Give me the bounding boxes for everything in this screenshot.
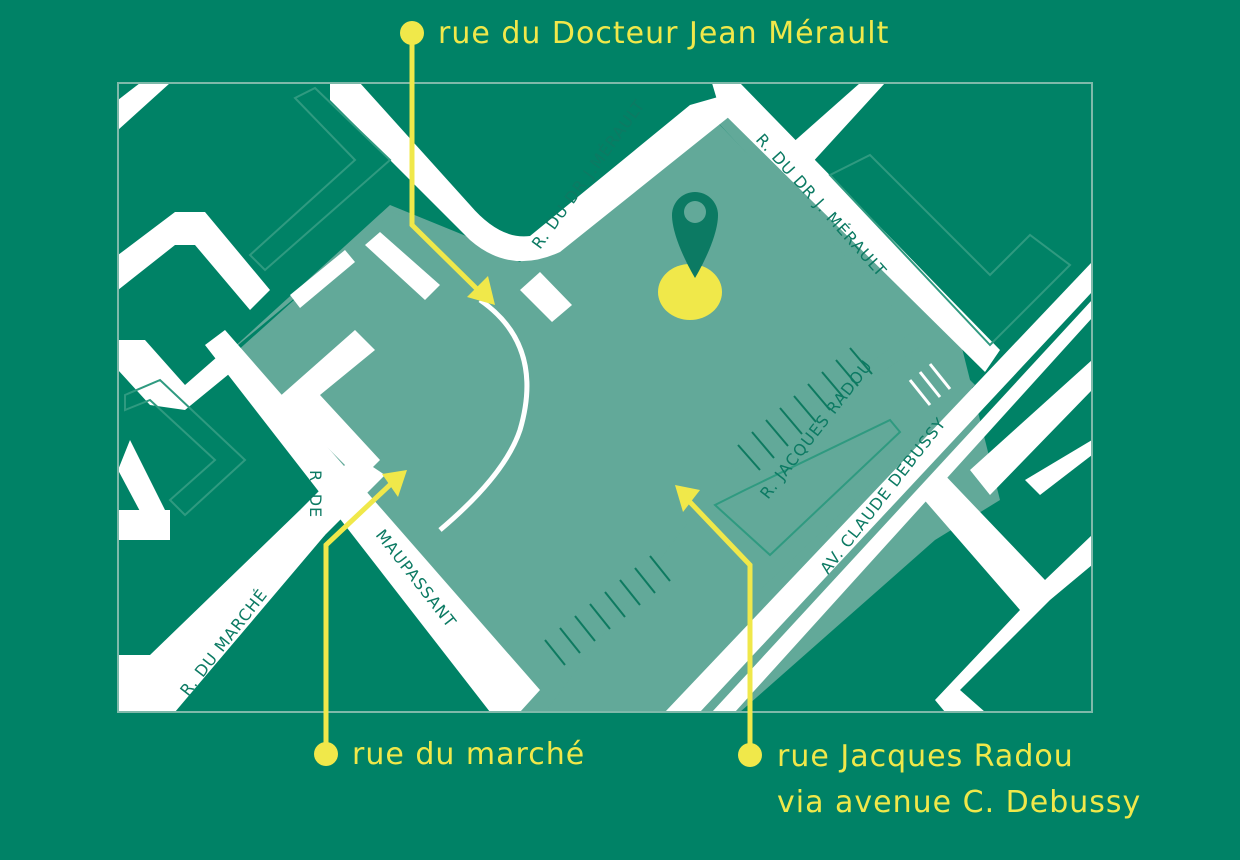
callout-text-radou-1: rue Jacques Radou bbox=[777, 739, 1074, 774]
callout-text-radou-2: via avenue C. Debussy bbox=[777, 785, 1141, 820]
building-l-shape bbox=[278, 330, 380, 480]
street-label-maupassant-1: R. DE bbox=[306, 470, 325, 518]
building-outline-radou bbox=[713, 418, 902, 557]
callout-merault: rue du Docteur Jean Mérault bbox=[400, 16, 889, 305]
road-merault-east bbox=[712, 83, 1000, 372]
road-debussy bbox=[665, 262, 1092, 712]
callout-marche: rue du marché bbox=[314, 470, 585, 772]
building-outline-w bbox=[124, 378, 247, 517]
road-east-block bbox=[970, 360, 1092, 495]
road-north-east-stub bbox=[790, 83, 885, 165]
road-west-corner bbox=[118, 440, 170, 530]
building-small-2 bbox=[290, 250, 355, 308]
road-debussy-2 bbox=[712, 300, 1092, 712]
map-frame bbox=[117, 82, 1093, 713]
road-west-2 bbox=[118, 340, 240, 410]
building-outline-nw bbox=[248, 86, 392, 272]
callout-line-marche bbox=[323, 480, 395, 754]
destination-area bbox=[658, 264, 722, 320]
callout-radou: rue Jacques Radou via avenue C. Debussy bbox=[675, 485, 1141, 820]
arrow-head-icon bbox=[382, 470, 407, 497]
hatching-east-white bbox=[908, 363, 952, 406]
building-small-1 bbox=[520, 272, 572, 322]
arrow-head-icon bbox=[675, 485, 700, 512]
plaza-south bbox=[545, 340, 975, 712]
building-north-block bbox=[365, 232, 440, 300]
callout-line-merault bbox=[409, 33, 482, 294]
building-outline-ne bbox=[828, 153, 1072, 347]
road-south-east-2 bbox=[1025, 440, 1092, 495]
callout-text-marche: rue du marché bbox=[352, 737, 585, 772]
arrow-head-icon bbox=[467, 276, 495, 305]
callout-text-merault: rue du Docteur Jean Mérault bbox=[438, 16, 889, 51]
hatching-south bbox=[544, 555, 671, 666]
road-north-stub bbox=[118, 83, 170, 130]
plaza-curve-path bbox=[438, 297, 530, 532]
road-south-east bbox=[920, 470, 1092, 712]
road-maupassant bbox=[205, 330, 540, 712]
map-pin-icon bbox=[672, 192, 718, 278]
map-area: R. DU DR J.MÉRAULT R. DU DR J. MÉRAULT R… bbox=[118, 83, 1092, 712]
callout-line-radou bbox=[686, 498, 753, 755]
road-marche bbox=[118, 510, 325, 712]
plaza-area bbox=[220, 103, 1000, 712]
road-west-loop bbox=[118, 212, 270, 310]
hatching-north bbox=[737, 347, 873, 471]
